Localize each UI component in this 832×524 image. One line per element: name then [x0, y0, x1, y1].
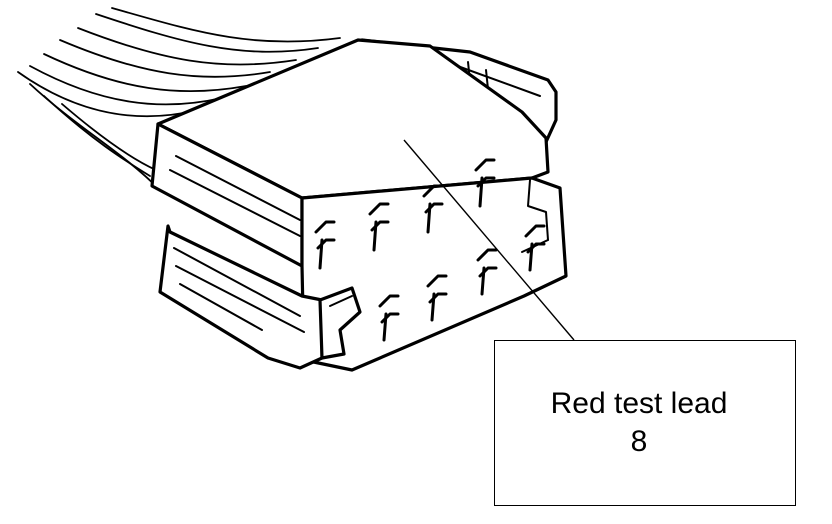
terminal-cavities-top-row: [314, 158, 496, 270]
connector-housing: [150, 38, 568, 372]
callout-number: 8: [630, 425, 648, 458]
terminal-cavities-bottom-row: [378, 224, 546, 342]
leader-line: [403, 139, 575, 341]
callout-box: Red test lead 8: [494, 340, 796, 506]
callout-label: Red test lead: [550, 387, 728, 420]
wire-bundle: [17, 7, 341, 191]
